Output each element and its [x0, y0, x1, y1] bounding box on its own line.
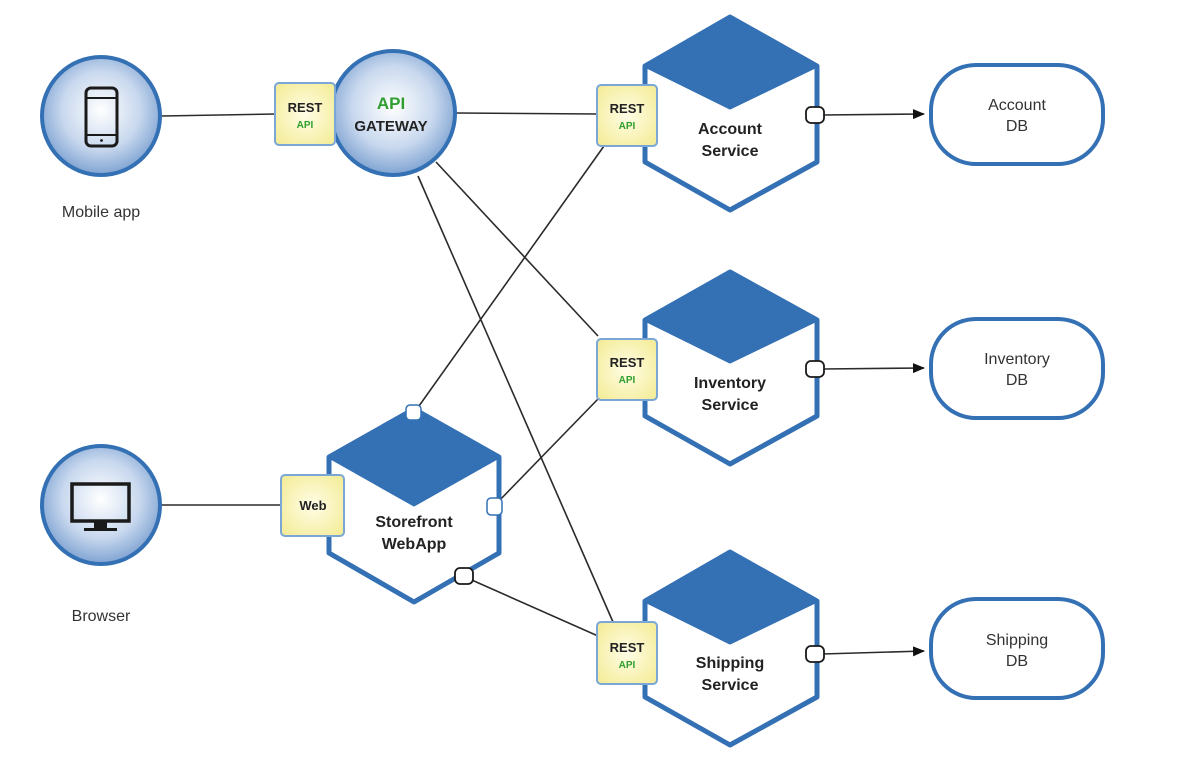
- account-db-line2: DB: [1006, 118, 1028, 135]
- account-port-label: REST: [610, 101, 645, 116]
- inventory-port-sublabel: API: [619, 375, 636, 386]
- inventory-service-node[interactable]: Inventory Service: [642, 269, 825, 467]
- inventory-db-line2: DB: [1006, 372, 1028, 389]
- account-port-sublabel: API: [619, 121, 636, 132]
- edge-storefront-to-inventory: [494, 398, 599, 506]
- browser-label: Browser: [72, 608, 131, 625]
- shipping-service-line2: Service: [702, 677, 759, 694]
- shipping-db-node[interactable]: Shipping DB: [929, 597, 1105, 700]
- edge-account-to-db: [821, 109, 925, 120]
- storefront-web-port[interactable]: Web: [280, 474, 345, 537]
- storefront-webapp-node[interactable]: Storefront WebApp: [326, 404, 503, 605]
- inventory-service-out-port[interactable]: [805, 360, 825, 378]
- account-service-node[interactable]: Account Service: [642, 14, 825, 213]
- storefront-title-line2: WebApp: [382, 536, 447, 553]
- shipping-db-line1: Shipping: [986, 632, 1048, 649]
- account-rest-port[interactable]: REST API: [596, 84, 658, 147]
- mobile-app-node[interactable]: Mobile app: [40, 55, 162, 221]
- gateway-title: GATEWAY: [354, 118, 427, 135]
- account-db-node[interactable]: Account DB: [929, 63, 1105, 166]
- storefront-bottom-port[interactable]: [454, 567, 474, 585]
- inventory-db-node[interactable]: Inventory DB: [929, 317, 1105, 420]
- account-service-line2: Service: [702, 143, 759, 160]
- shipping-service-line1: Shipping: [696, 655, 764, 672]
- mobile-app-label: Mobile app: [62, 204, 140, 221]
- gateway-port-sublabel: API: [297, 120, 314, 131]
- browser-node[interactable]: Browser: [40, 444, 162, 625]
- edge-storefront-to-shipping: [464, 576, 599, 637]
- inventory-rest-port[interactable]: REST API: [596, 338, 658, 401]
- shipping-db-line2: DB: [1006, 653, 1028, 670]
- shipping-port-sublabel: API: [619, 660, 636, 671]
- monitor-icon: [70, 482, 131, 531]
- edge-gateway-to-inventory: [435, 161, 599, 337]
- account-service-out-port[interactable]: [805, 106, 825, 124]
- api-gateway-node[interactable]: API GATEWAY: [329, 49, 457, 177]
- inventory-service-line2: Service: [702, 397, 759, 414]
- edge-shipping-to-db: [821, 646, 925, 657]
- gateway-port-label: REST: [288, 100, 323, 115]
- storefront-right-port[interactable]: [486, 497, 503, 516]
- edge-mobile-to-gateway: [161, 113, 277, 117]
- edge-storefront-to-account: [413, 145, 605, 414]
- gateway-title-api: API: [377, 94, 405, 113]
- smartphone-icon: [84, 86, 119, 148]
- gateway-rest-port[interactable]: REST API: [274, 82, 336, 146]
- shipping-port-label: REST: [610, 640, 645, 655]
- storefront-port-label: Web: [299, 498, 326, 513]
- edge-gateway-to-account: [455, 112, 599, 115]
- storefront-top-port[interactable]: [405, 404, 422, 421]
- edge-gateway-to-shipping: [417, 175, 614, 623]
- shipping-rest-port[interactable]: REST API: [596, 621, 658, 685]
- inventory-db-line1: Inventory: [984, 351, 1050, 368]
- edge-inventory-to-db: [821, 363, 925, 374]
- storefront-title-line1: Storefront: [375, 514, 453, 531]
- shipping-service-node[interactable]: Shipping Service: [642, 549, 825, 748]
- inventory-port-label: REST: [610, 355, 645, 370]
- connections: [160, 109, 925, 657]
- shipping-service-out-port[interactable]: [805, 645, 825, 663]
- account-db-line1: Account: [988, 97, 1046, 114]
- inventory-service-line1: Inventory: [694, 375, 766, 392]
- account-service-line1: Account: [698, 121, 763, 138]
